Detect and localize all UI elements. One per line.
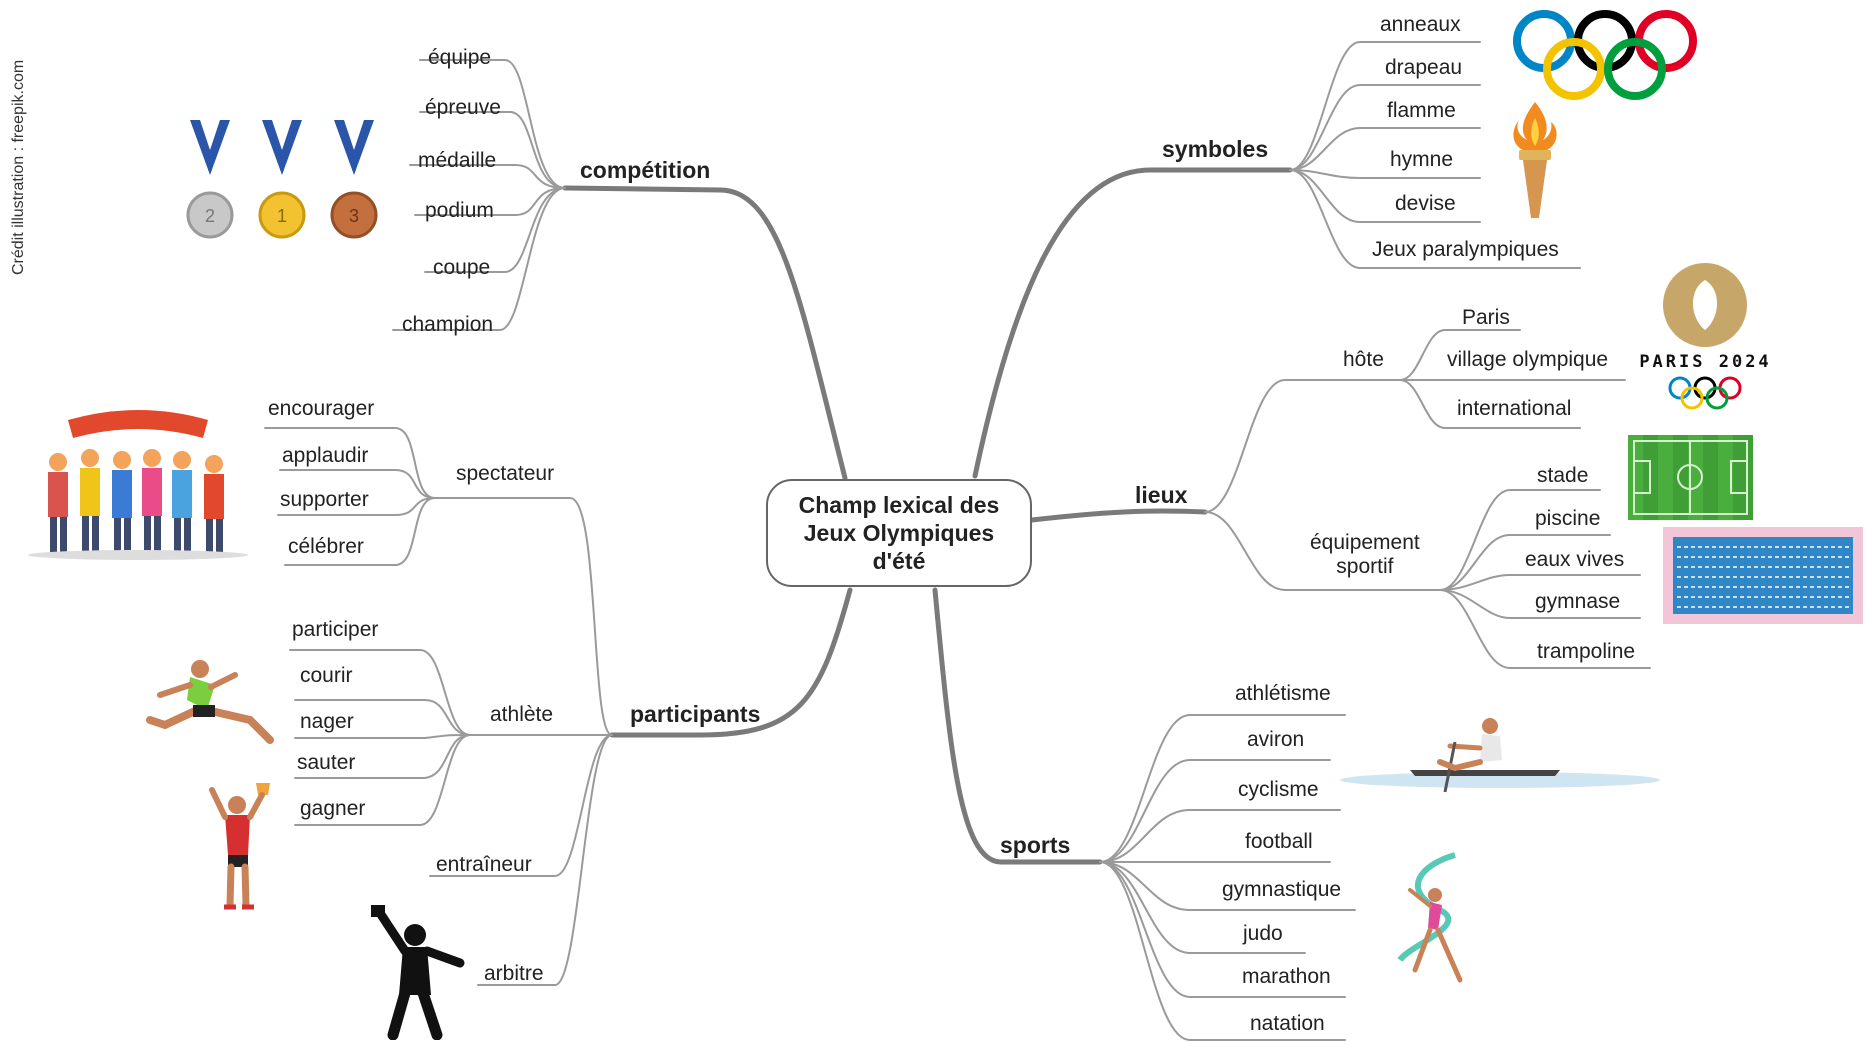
- medal-icon: 3: [330, 120, 378, 239]
- leaf-competition: champion: [402, 313, 494, 336]
- leaf-athlete: nager: [300, 710, 354, 733]
- leaf-symboles: anneaux: [1380, 13, 1461, 36]
- sub-branch-arbitre: arbitre: [484, 962, 544, 985]
- leaf-competition: équipe: [428, 46, 492, 69]
- sub-branch-hote: hôte: [1343, 348, 1384, 371]
- branch-lieux: lieux: [1135, 482, 1188, 508]
- leaf-sports: judo: [1243, 922, 1283, 945]
- leaf-competition: podium: [425, 199, 494, 222]
- leaf-equipement: stade: [1537, 464, 1589, 487]
- leaf-athlete: gagner: [300, 797, 366, 820]
- leaf-symboles: flamme: [1387, 99, 1456, 122]
- leaf-symboles: devise: [1395, 192, 1456, 215]
- branch-participants: participants: [630, 701, 761, 727]
- winner-illustration: [209, 783, 270, 910]
- central-topic: Champ lexical des Jeux Olympiques d'été: [766, 479, 1032, 587]
- medal-icon: 1: [258, 120, 306, 239]
- sub-branch-athlete: athlète: [490, 703, 554, 726]
- medal-number: 2: [205, 206, 215, 226]
- medal-number: 3: [349, 206, 359, 226]
- medal-number: 1: [277, 206, 287, 226]
- leaf-symboles: hymne: [1390, 148, 1454, 171]
- stadium-icon: [1628, 435, 1753, 520]
- leaf-sports: football: [1245, 830, 1313, 853]
- leaf-spectateur: supporter: [280, 488, 369, 511]
- central-topic-label: Champ lexical des Jeux Olympiques d'été: [798, 492, 1000, 574]
- leaf-sports: cyclisme: [1238, 778, 1319, 801]
- leaf-sports: gymnastique: [1222, 878, 1342, 901]
- sub-branch-entraineur: entraîneur: [436, 853, 532, 876]
- leaf-spectateur: applaudir: [282, 444, 369, 467]
- leaf-symboles: Jeux paralympiques: [1372, 238, 1559, 261]
- runner-illustration: [146, 660, 274, 744]
- leaf-spectateur: célébrer: [288, 535, 364, 558]
- medals-illustration: 2 1 3: [186, 120, 378, 239]
- leaf-equipement: piscine: [1535, 507, 1601, 530]
- rowing-illustration: [1340, 718, 1660, 793]
- paris-2024-text: PARIS 2024: [1639, 352, 1772, 372]
- sub-branch-spectateur: spectateur: [456, 462, 555, 485]
- leaf-athlete: courir: [300, 664, 353, 687]
- leaf-athlete: participer: [292, 618, 379, 641]
- leaf-sports: natation: [1250, 1012, 1325, 1035]
- swimming-pool-icon: [1663, 527, 1863, 624]
- paris-2024-logo: PARIS 2024: [1628, 260, 1783, 415]
- paris-2024-emblem: [1663, 263, 1747, 410]
- leaf-athlete: sauter: [297, 751, 356, 774]
- leaf-symboles: drapeau: [1385, 56, 1463, 79]
- leaf-spectateur: encourager: [268, 397, 375, 420]
- gymnast-illustration: [1397, 852, 1463, 983]
- branch-competition: compétition: [580, 157, 711, 183]
- leaf-competition: médaille: [418, 149, 497, 172]
- leaf-equipement: trampoline: [1537, 640, 1636, 663]
- leaf-sports: marathon: [1242, 965, 1331, 988]
- medal-icon: 2: [186, 120, 234, 239]
- branch-sports: sports: [1000, 832, 1071, 858]
- leaf-hote: village olympique: [1447, 348, 1609, 371]
- leaf-hote: international: [1457, 397, 1572, 420]
- leaf-equipement: eaux vives: [1525, 548, 1625, 571]
- leaf-hote: Paris: [1462, 306, 1510, 329]
- leaf-competition: épreuve: [425, 96, 501, 119]
- sub-branch-equipement: équipement sportif: [1310, 531, 1420, 578]
- branch-symboles: symboles: [1162, 136, 1269, 162]
- torch-icon: [1513, 102, 1557, 218]
- referee-illustration: [371, 905, 465, 1040]
- leaf-competition: coupe: [433, 256, 491, 279]
- leaf-sports: aviron: [1247, 728, 1305, 751]
- leaf-equipement: gymnase: [1535, 590, 1621, 613]
- supporters-illustration: [28, 410, 248, 560]
- credit-text: Crédit illustration : freepik.com: [10, 59, 27, 275]
- leaf-sports: athlétisme: [1235, 682, 1331, 705]
- olympic-rings-icon: [1513, 10, 1697, 100]
